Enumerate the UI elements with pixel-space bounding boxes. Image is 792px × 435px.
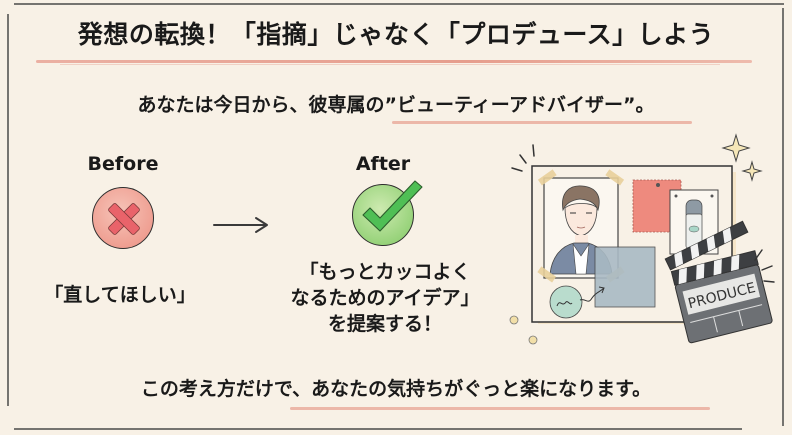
frame-top-border: [14, 3, 784, 5]
frame-left-border: [7, 14, 9, 406]
subtitle-underline: [392, 121, 692, 124]
bottom-underline: [290, 407, 710, 410]
sparkle-star-icon: [721, 133, 763, 182]
subtitle: あなたは今日から、彼専属の”ビューティーアドバイザー”。: [137, 94, 655, 116]
after-text-line: 「もっとカッコよく: [299, 261, 471, 283]
moodboard-illustration: PRODUCE: [509, 133, 775, 345]
before-text: 「直してほしい」: [44, 284, 196, 306]
title-underline-secondary: [60, 64, 720, 65]
x-mark-icon: [92, 187, 154, 249]
frame-bottom-border: [14, 428, 742, 430]
after-text-line: なるためのアイデア」: [290, 287, 480, 309]
blue-fabric-swatch: [594, 246, 656, 308]
frame-right-border: [782, 8, 784, 426]
arrow-right-icon: [213, 217, 268, 233]
before-label: Before: [87, 153, 159, 175]
after-text: 「もっとカッコよく なるためのアイデア」 を提案する！: [270, 259, 500, 337]
page-title: 発想の転換！「指摘」じゃなく「プロデュース」しよう: [77, 20, 715, 49]
check-mark-icon: [352, 180, 423, 246]
title-underline: [36, 60, 752, 63]
after-text-line: を提案する！: [327, 313, 442, 335]
after-label: After: [355, 153, 411, 175]
bottom-message: この考え方だけで、あなたの気持ちがぐっと楽になります。: [140, 378, 652, 400]
sparkle-lines-icon: [511, 144, 535, 172]
clapperboard-icon: PRODUCE: [664, 220, 773, 344]
